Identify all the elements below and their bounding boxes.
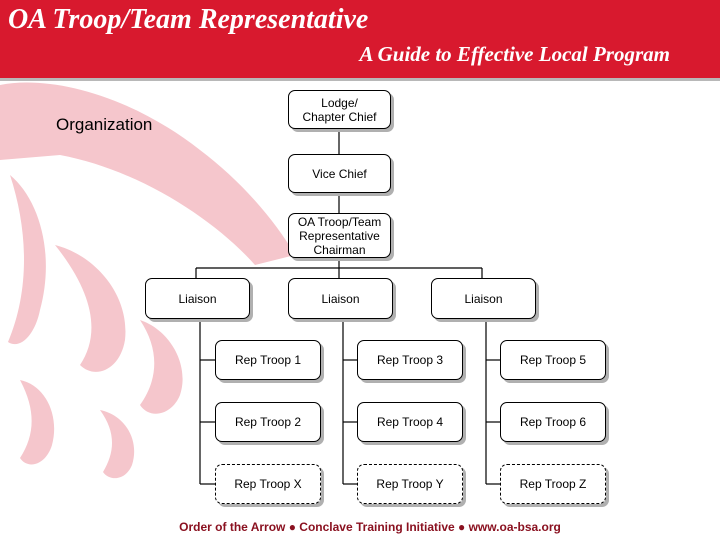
node-vice-chief-label: Vice Chief <box>312 166 367 181</box>
node-chairman-line-1: OA Troop/Team <box>297 214 382 229</box>
bg-arrowhead-shape <box>0 82 295 266</box>
header-shadow <box>0 78 720 81</box>
bg-feather-4 <box>20 380 55 465</box>
node-rep-troop-4-label: Rep Troop 4 <box>376 415 444 429</box>
node-liaison-3: Liaison <box>431 278 536 319</box>
node-vice-chief: Vice Chief <box>288 154 391 193</box>
node-rep-troop-x-label: Rep Troop X <box>234 477 302 491</box>
node-rep-troop-z-label: Rep Troop Z <box>519 477 587 491</box>
node-rep-troop-1-label: Rep Troop 1 <box>234 353 302 367</box>
node-rep-troop-2: Rep Troop 2 <box>215 402 321 442</box>
node-liaison-2-label: Liaison <box>321 291 360 306</box>
node-rep-troop-3: Rep Troop 3 <box>357 340 463 380</box>
background-arrowhead-art <box>0 82 295 479</box>
node-chairman: OA Troop/Team Representative Chairman <box>288 213 391 258</box>
header-banner: OA Troop/Team Representative A Guide to … <box>0 0 720 78</box>
node-chief: Lodge/ Chapter Chief <box>288 90 391 129</box>
bg-feather-2 <box>55 245 126 372</box>
node-rep-troop-6: Rep Troop 6 <box>500 402 606 442</box>
page-subtitle: A Guide to Effective Local Program <box>359 42 671 66</box>
node-chief-line-1: Lodge/ <box>321 95 358 110</box>
page-title: OA Troop/Team Representative <box>8 4 369 35</box>
node-rep-troop-z: Rep Troop Z <box>500 464 606 504</box>
node-rep-troop-y: Rep Troop Y <box>357 464 463 504</box>
node-rep-troop-4: Rep Troop 4 <box>357 402 463 442</box>
node-liaison-1-label: Liaison <box>178 291 217 306</box>
section-label: Organization <box>56 115 153 134</box>
bg-feather-3 <box>140 320 183 414</box>
node-rep-troop-5-label: Rep Troop 5 <box>519 353 587 367</box>
node-chairman-line-3: Chairman <box>313 242 366 257</box>
node-rep-troop-3-label: Rep Troop 3 <box>376 353 444 367</box>
bg-feather-5 <box>100 410 135 479</box>
node-rep-troop-2-label: Rep Troop 2 <box>234 415 302 429</box>
node-liaison-1: Liaison <box>145 278 250 319</box>
node-rep-troop-1: Rep Troop 1 <box>215 340 321 380</box>
node-rep-troop-x: Rep Troop X <box>215 464 321 504</box>
footer-text: Order of the Arrow ● Conclave Training I… <box>179 520 561 534</box>
node-rep-troop-y-label: Rep Troop Y <box>376 477 444 491</box>
node-rep-troop-5: Rep Troop 5 <box>500 340 606 380</box>
node-chief-line-2: Chapter Chief <box>302 109 377 124</box>
bg-feather-1 <box>8 175 46 345</box>
node-chairman-line-2: Representative <box>299 228 380 243</box>
node-liaison-3-label: Liaison <box>464 291 503 306</box>
node-liaison-2: Liaison <box>288 278 393 319</box>
node-rep-troop-6-label: Rep Troop 6 <box>519 415 587 429</box>
